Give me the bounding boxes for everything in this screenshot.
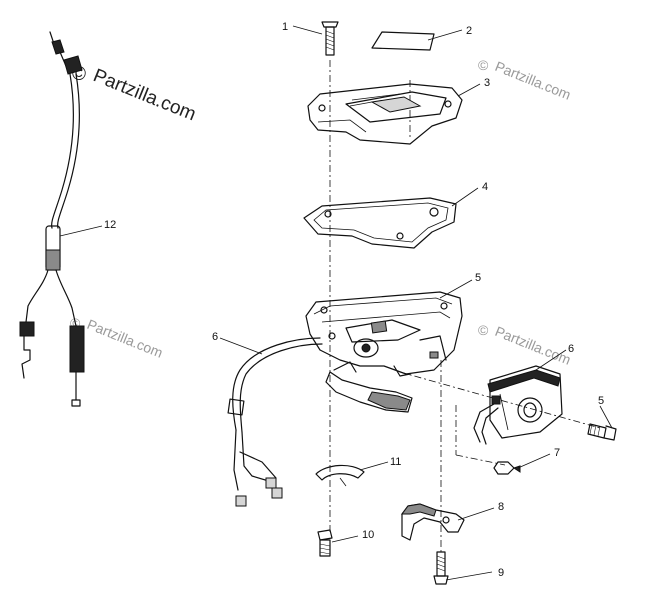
watermark-main: © Partzilla.com <box>72 64 199 125</box>
watermark-text: Partzilla.com <box>90 65 199 125</box>
leader-6a <box>219 337 263 355</box>
callout-2: 2 <box>466 25 472 37</box>
leader-2 <box>427 29 463 41</box>
callout-7: 7 <box>554 447 560 459</box>
callout-labels: 1 2 3 4 5 6 6 5 7 8 9 10 11 12 <box>104 21 604 579</box>
callout-10: 10 <box>362 529 374 541</box>
leader-5a <box>439 279 473 299</box>
part-screw-bottom <box>433 551 449 585</box>
leader-7 <box>517 453 551 469</box>
callout-6-switch: 6 <box>568 343 574 355</box>
part-decal <box>371 31 435 51</box>
part-cover-plate <box>307 83 463 145</box>
leader-12 <box>59 225 103 237</box>
part-throttle-cable <box>19 31 85 407</box>
callout-9: 9 <box>498 567 504 579</box>
part-clamp <box>401 503 465 541</box>
part-gasket <box>303 197 457 249</box>
watermark-faint-top-right: © Partzilla.com <box>478 57 573 103</box>
callout-1: 1 <box>282 21 288 33</box>
watermark-faint-right: © Partzilla.com <box>478 322 573 368</box>
callout-8: 8 <box>498 501 504 513</box>
leader-5b <box>599 405 613 429</box>
leader-lines <box>59 25 613 581</box>
watermark-text: Partzilla.com <box>85 316 165 361</box>
callout-6-harness: 6 <box>212 331 218 343</box>
callout-4: 4 <box>482 181 488 193</box>
part-screw-right <box>587 423 617 441</box>
part-screw-top <box>321 21 339 56</box>
watermark-symbol: © <box>478 322 489 338</box>
leader-1 <box>292 25 323 35</box>
leader-9 <box>445 571 493 581</box>
callout-11: 11 <box>390 456 401 468</box>
leader-4 <box>451 187 479 207</box>
leader-10 <box>331 535 359 543</box>
part-spring-clip <box>315 464 365 487</box>
callout-5-screw: 5 <box>598 395 604 407</box>
leader-8 <box>457 507 495 521</box>
callout-5-housing: 5 <box>475 272 481 284</box>
assembly-axis-housing <box>399 371 601 429</box>
watermark-text: Partzilla.com <box>493 323 573 368</box>
leader-11 <box>359 461 389 471</box>
watermark-symbol: © <box>478 57 489 73</box>
callout-12: 12 <box>104 219 116 231</box>
watermark-text: Partzilla.com <box>493 58 573 103</box>
leader-3 <box>457 83 481 97</box>
part-housing <box>305 291 463 413</box>
callout-3: 3 <box>484 77 490 89</box>
part-bulb <box>493 461 521 475</box>
part-screw-lower-left <box>317 529 333 557</box>
part-wire-harness <box>227 337 323 507</box>
leader-6b <box>535 349 567 371</box>
